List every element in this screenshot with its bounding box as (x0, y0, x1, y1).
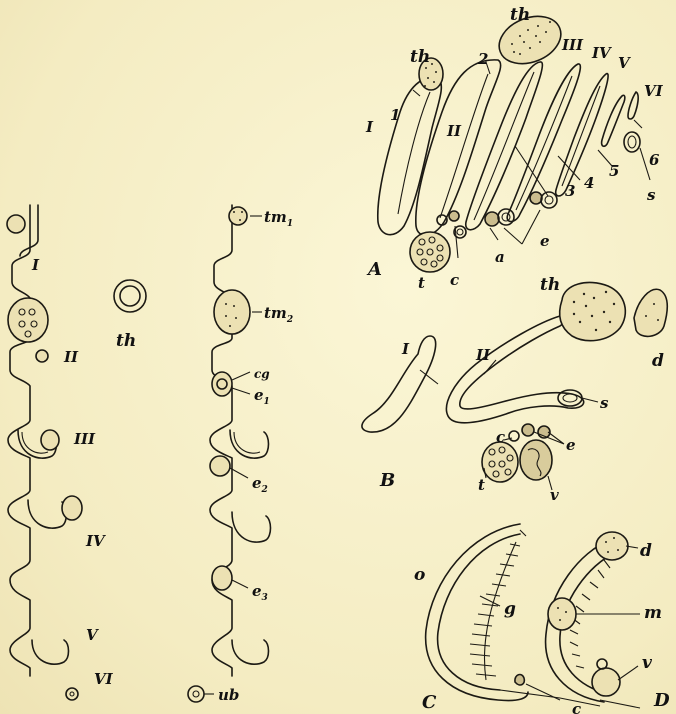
panel-c-letter: C (422, 692, 437, 713)
panel-a-arch-i: I (365, 118, 374, 136)
right-label-cg: cg (254, 367, 270, 381)
panel-a-label-t: t (418, 274, 425, 292)
panel-a-arch-v: V (618, 54, 631, 72)
right-label-e2: e2 (252, 474, 268, 495)
panel-b-label-d: d (652, 351, 664, 371)
panel-b-label-c: c (496, 428, 505, 446)
left-arch-i: I (31, 256, 40, 274)
left-arch-iii: III (73, 430, 96, 448)
right-label-e1: e1 (254, 386, 270, 407)
panel-d-label-m: m (644, 603, 662, 623)
right-label-tm2: tm2 (264, 304, 293, 325)
panel-b-label-v: v (550, 486, 559, 504)
panel-c-label-o: o (414, 565, 425, 585)
right-label-e3: e3 (252, 582, 268, 603)
panel-a-pouch-1: 1 (390, 106, 400, 124)
panel-a-label-s: s (647, 186, 656, 204)
panel-b-label-e: e (566, 436, 576, 454)
panel-a: th th 1 2 3 4 5 6 I II III IV V VI s a c… (365, 5, 664, 292)
panel-c-label-g: g (504, 599, 516, 619)
panel-d-letter: D (653, 690, 670, 711)
panel-d-label-c: c (572, 700, 581, 714)
panel-a-pouch-3: 3 (565, 182, 575, 200)
right-series: tm1 tm2 cg e1 e2 e3 ub (188, 205, 293, 704)
panel-a-label-th-large: th (510, 5, 530, 25)
left-arch-v: V (86, 626, 99, 644)
panel-a-arch-vi: VI (644, 82, 664, 100)
panel-b-label-th: th (540, 275, 560, 295)
left-arch-vi: VI (94, 670, 114, 688)
panel-a-label-a: a (495, 248, 505, 266)
panel-b-label-t: t (478, 476, 485, 494)
panel-a-label-c: c (450, 271, 459, 289)
panel-a-label-th-small: th (410, 47, 430, 67)
panel-a-label-e: e (540, 232, 550, 250)
panel-a-arch-iv: IV (591, 44, 612, 62)
panel-b-arch-i: I (401, 340, 410, 358)
panel-a-letter: A (366, 259, 382, 280)
panel-b-letter: B (379, 470, 395, 491)
panel-b-label-s: s (600, 394, 609, 412)
left-series: I II III IV V VI th (7, 205, 146, 700)
panel-a-pouch-6: 6 (649, 151, 660, 169)
panel-d-label-d: d (640, 541, 652, 561)
left-arch-iv: IV (85, 532, 106, 550)
left-arch-ii: II (63, 348, 79, 366)
panel-d-label-v: v (642, 653, 653, 673)
panel-d: d m v c D (546, 532, 670, 714)
panel-a-arch-ii: II (446, 122, 462, 140)
panel-b-arch-ii: II (475, 346, 491, 364)
panel-a-pouch-5: 5 (609, 162, 619, 180)
panel-a-pouch-2: 2 (477, 50, 488, 68)
panel-a-pouch-4: 4 (584, 174, 594, 192)
right-label-ub: ub (218, 686, 239, 704)
panel-b: th d I II s c e t v B (362, 275, 667, 504)
panel-a-arch-iii: III (561, 36, 584, 54)
right-label-tm1: tm1 (264, 208, 293, 229)
left-label-th: th (116, 331, 136, 351)
